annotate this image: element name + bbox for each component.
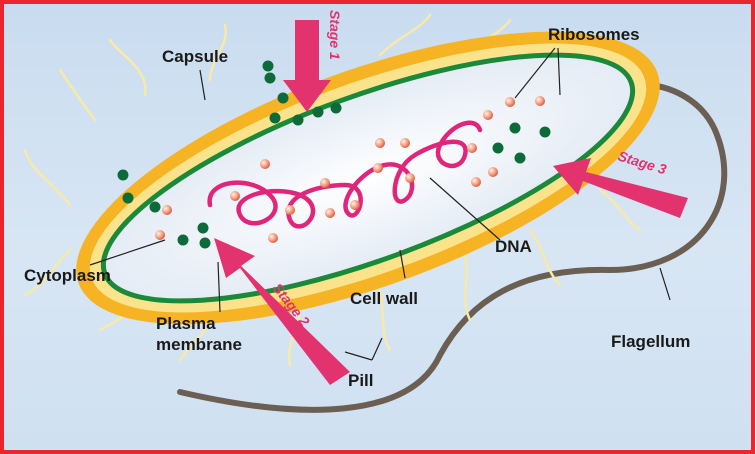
plasma-membrane-label-line1: Plasma	[156, 314, 216, 333]
cell-wall-label: Cell wall	[350, 289, 418, 308]
stage-1-label: Stage 1	[327, 10, 343, 60]
cytoplasm-label: Cytoplasm	[24, 266, 111, 285]
flagellum-label: Flagellum	[611, 332, 690, 351]
plasma-membrane-label-line2: membrane	[156, 335, 242, 354]
ribosomes-label: Ribosomes	[548, 25, 640, 44]
dna-label: DNA	[495, 237, 532, 256]
stage-3-label: Stage 3	[616, 148, 669, 178]
pili-label: Pill	[348, 371, 374, 390]
capsule-label: Capsule	[162, 47, 228, 66]
